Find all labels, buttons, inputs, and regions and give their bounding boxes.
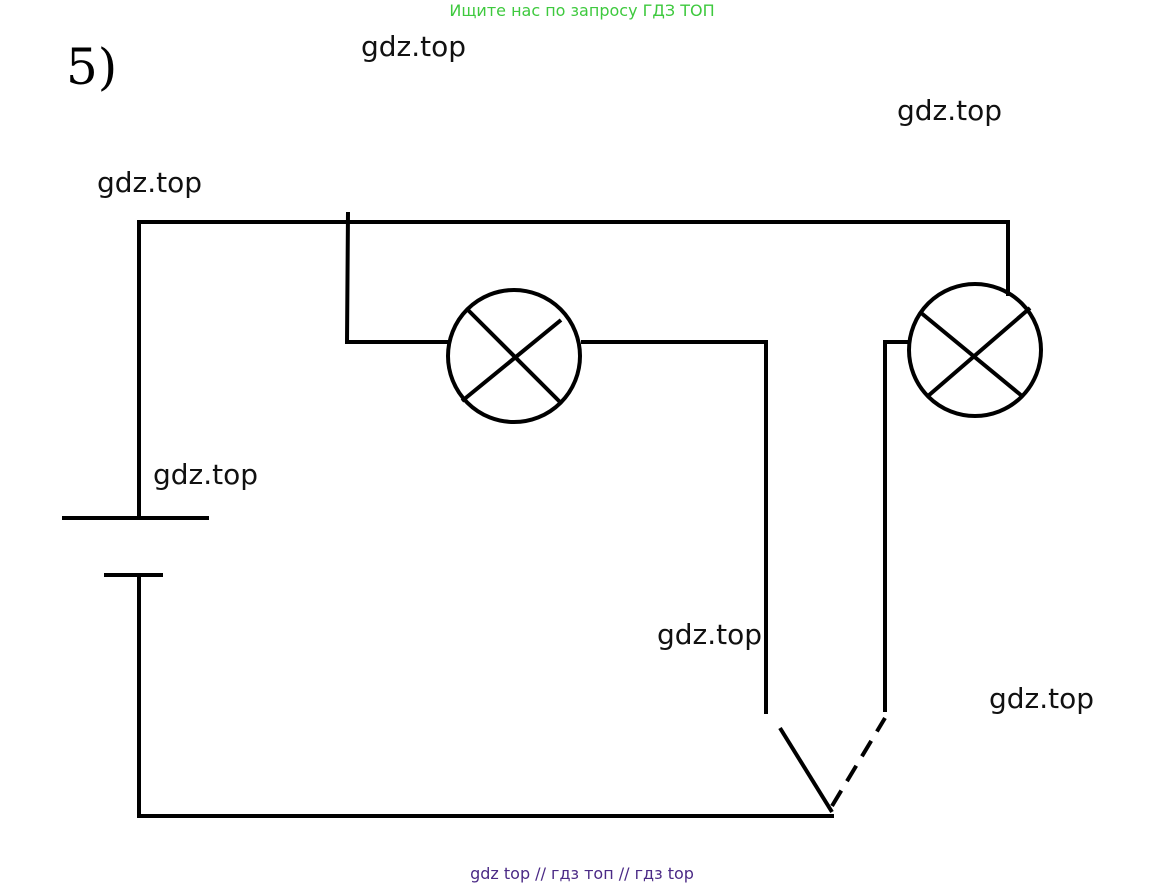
switch-lever xyxy=(778,726,834,814)
problem-number: 5) xyxy=(66,38,118,96)
header-banner: Ищите нас по запросу ГДЗ ТОП xyxy=(449,1,715,20)
wire-lamp1-out xyxy=(581,340,768,714)
lamp-1 xyxy=(446,288,582,424)
watermark-3: gdz.top xyxy=(97,166,203,199)
wire-top xyxy=(137,220,1010,518)
switch-symbol xyxy=(778,716,887,814)
watermark-4: gdz.top xyxy=(153,458,259,491)
wire-lamp2-out xyxy=(883,340,909,712)
watermark-1: gdz.top xyxy=(361,30,467,63)
wire-lamp1-in xyxy=(344,211,448,344)
battery-symbol xyxy=(62,516,209,577)
lamp-2 xyxy=(907,282,1043,418)
circuit-wires xyxy=(137,211,1010,818)
watermark-2: gdz.top xyxy=(897,94,1003,127)
wire-bottom xyxy=(137,575,834,818)
watermark-5: gdz.top xyxy=(657,618,763,651)
switch-alt-lever xyxy=(830,716,887,808)
footer-banner: gdz top // гдз топ // гдз top xyxy=(470,864,694,883)
watermark-6: gdz.top xyxy=(989,682,1095,715)
